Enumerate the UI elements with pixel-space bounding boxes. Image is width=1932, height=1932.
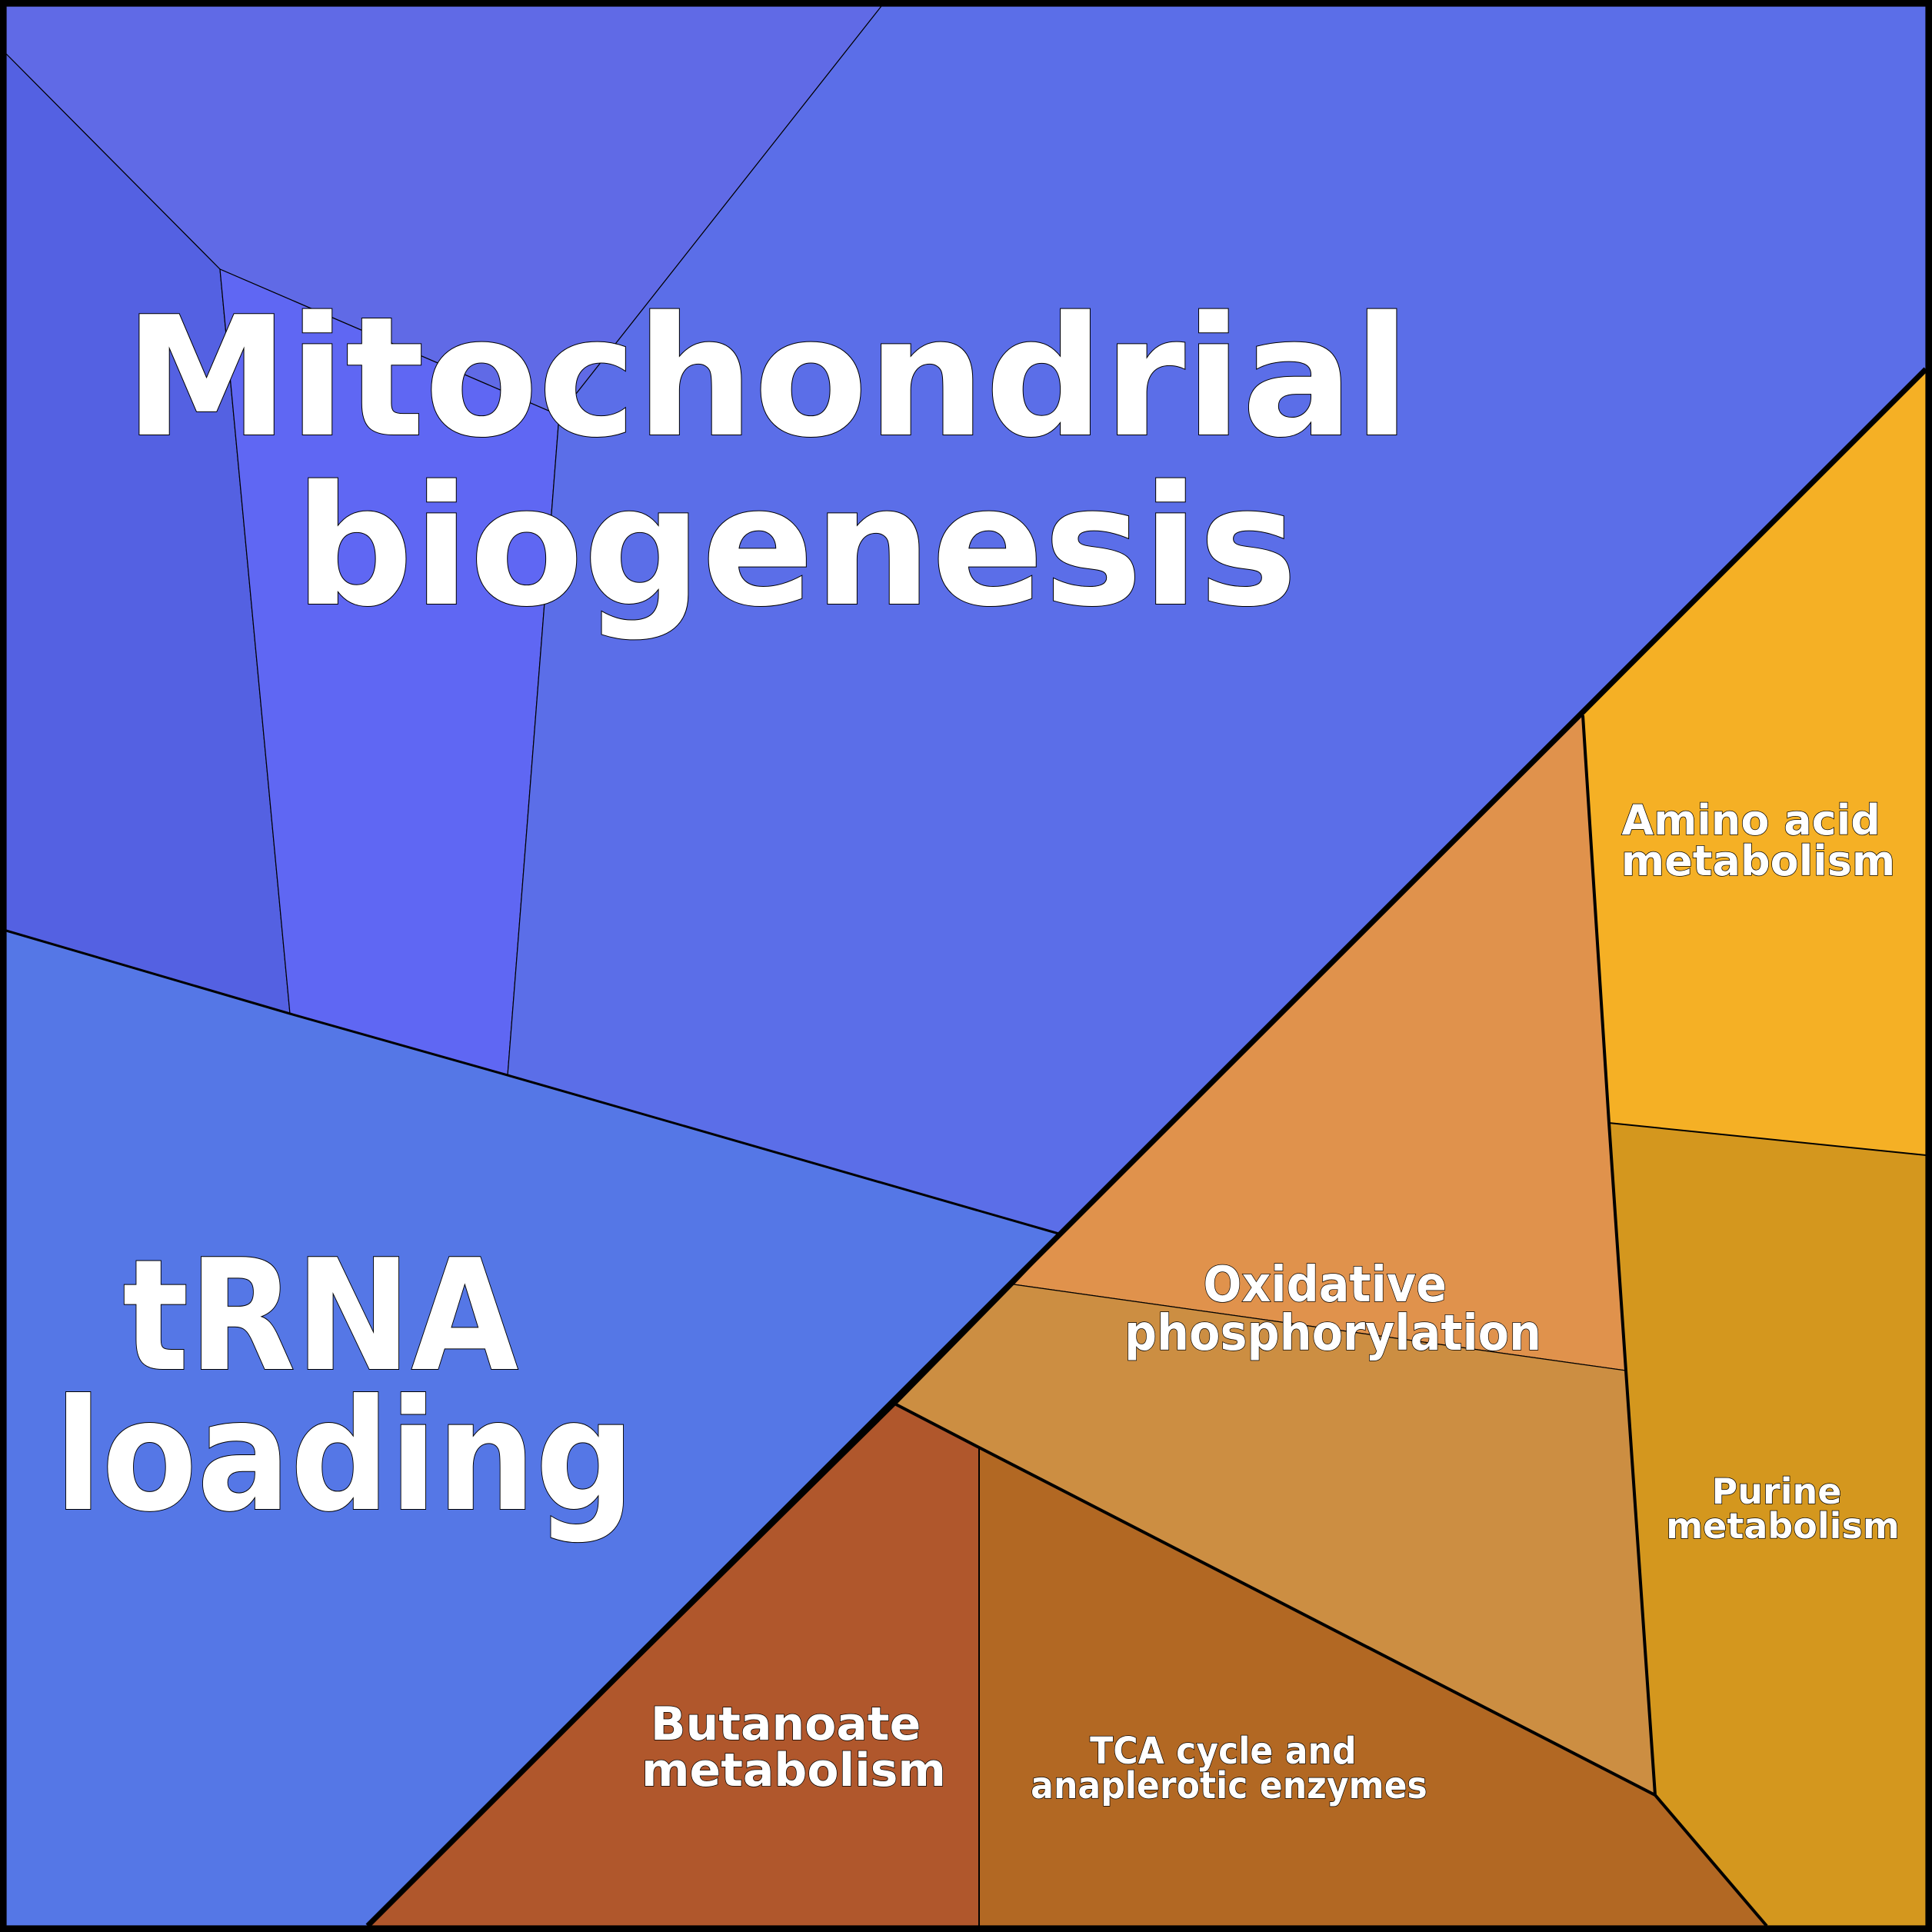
label-butanoate-metabolism: Butanoate metabolism xyxy=(641,1697,946,1797)
label-amino-acid-metabolism: Amino acid metabolism xyxy=(1621,796,1895,885)
label-trna-loading: tRNA loading xyxy=(55,1226,635,1545)
border-oxphos-lower xyxy=(895,1403,1768,1927)
border-main-diagonal xyxy=(365,367,1928,1928)
border-oxphos-purine xyxy=(1581,715,1657,1796)
border-amino-purine xyxy=(1608,1122,1927,1156)
border-mito-trna xyxy=(5,929,1062,1236)
label-oxidative-phosphorylation: Oxidative phosphorylation xyxy=(1124,1256,1541,1362)
label-tca-cycle: TCA cycle and anaplerotic enzymes xyxy=(1031,1729,1427,1807)
label-mitochondrial-biogenesis: Mitochondrial biogenesis xyxy=(125,281,1468,643)
label-purine-metabolism: Purine metabolism xyxy=(1666,1471,1900,1547)
